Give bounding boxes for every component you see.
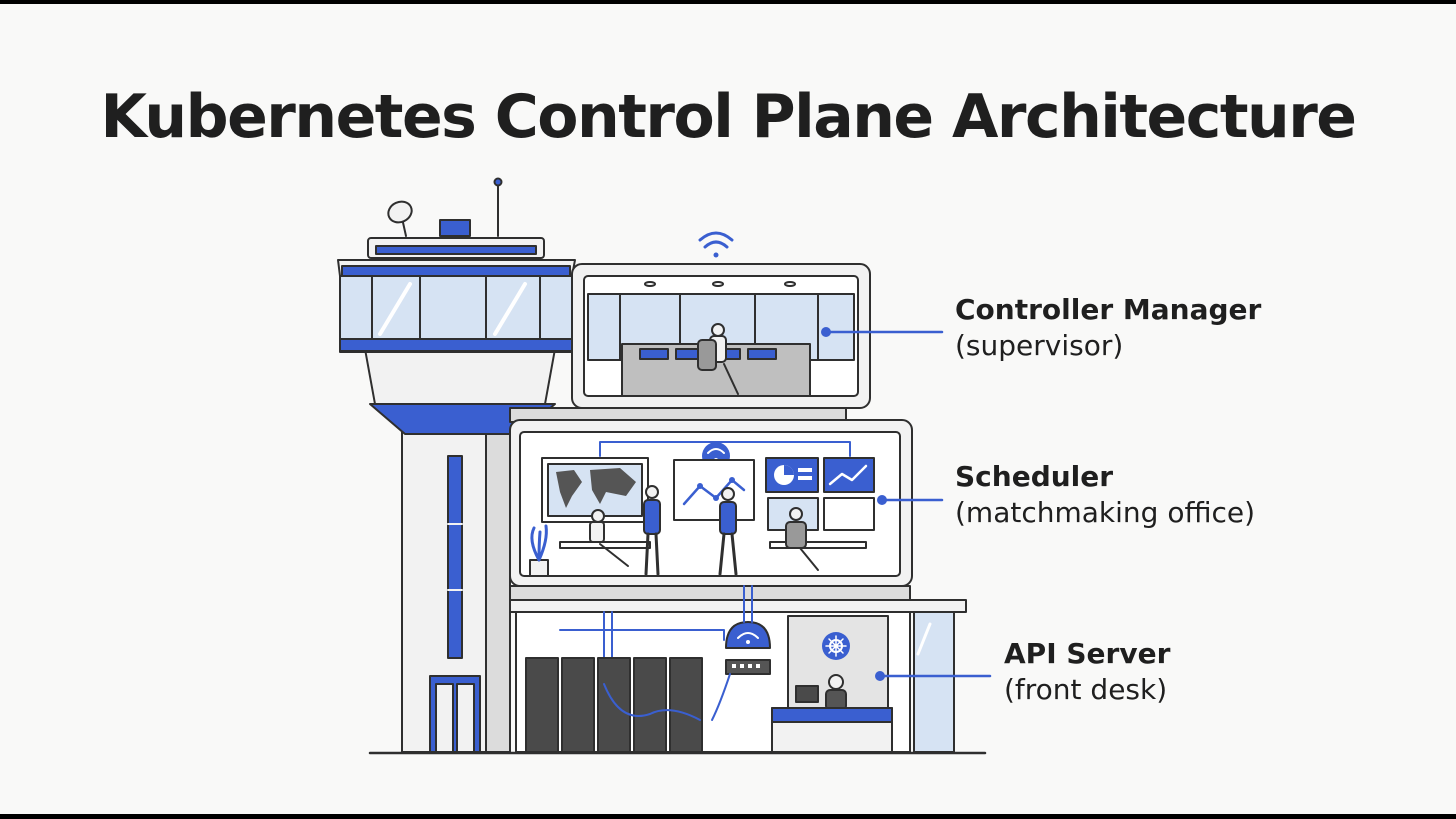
api-server-floor <box>509 585 992 753</box>
kubernetes-helm-icon <box>822 632 850 660</box>
pie-chart-icon <box>765 457 819 493</box>
presenter-person <box>718 487 738 576</box>
tower-cab-base <box>364 348 556 405</box>
scheduler-floor <box>509 407 944 587</box>
component-name: API Server <box>1004 637 1171 670</box>
api-server-label: API Server (front desk) <box>1004 636 1170 708</box>
component-name: Controller Manager <box>955 293 1262 326</box>
wifi-icon-top <box>698 231 734 258</box>
scheduler-label: Scheduler (matchmaking office) <box>955 459 1255 531</box>
plant-icon <box>529 524 549 577</box>
line-chart-icon <box>673 459 755 521</box>
server-rack-icon <box>525 657 731 753</box>
control-plane-building <box>337 177 992 755</box>
component-role: (supervisor) <box>955 329 1124 362</box>
roof-equipment-box <box>439 219 471 237</box>
page-title: Kubernetes Control Plane Architecture <box>100 82 1357 152</box>
component-role: (matchmaking office) <box>955 496 1256 529</box>
entrance-glass <box>913 611 955 753</box>
controller-manager-label: Controller Manager (supervisor) <box>955 292 1261 364</box>
standing-person <box>643 485 661 576</box>
world-map-icon <box>541 457 649 523</box>
component-role: (front desk) <box>1004 673 1168 706</box>
tower-window-strip <box>447 455 463 659</box>
satellite-dish-icon <box>387 200 413 237</box>
network-switch-icon <box>725 659 771 675</box>
diagram-canvas: Kubernetes Control Plane Architecture <box>0 4 1456 814</box>
tower-shaft-shadow <box>485 431 511 753</box>
router-wifi-icon <box>725 621 771 649</box>
reception-desk <box>771 707 893 753</box>
small-screen <box>823 497 875 531</box>
sitting-person <box>589 509 629 567</box>
controller-manager-floor <box>571 263 944 409</box>
component-name: Scheduler <box>955 460 1114 493</box>
supervisor-person <box>697 323 739 395</box>
tower-roof-band <box>341 265 571 277</box>
control-tower <box>337 177 576 753</box>
tower-cab-lower-band <box>339 338 573 352</box>
trend-chart-icon <box>823 457 875 493</box>
desk-person <box>785 507 819 571</box>
